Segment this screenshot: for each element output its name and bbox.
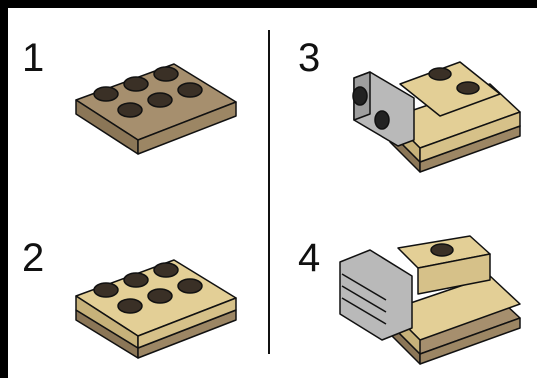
- column-divider: [268, 30, 270, 354]
- step-1-number: 1: [22, 38, 44, 78]
- step-1-brick-illustration: [66, 42, 246, 164]
- step-4-brick-illustration: [330, 230, 530, 366]
- step-3-number: 3: [298, 38, 320, 78]
- step-2-number: 2: [22, 238, 44, 278]
- step-2-brick-illustration: [66, 240, 246, 360]
- step-3-brick-illustration: [340, 44, 530, 174]
- step-4-number: 4: [298, 238, 320, 278]
